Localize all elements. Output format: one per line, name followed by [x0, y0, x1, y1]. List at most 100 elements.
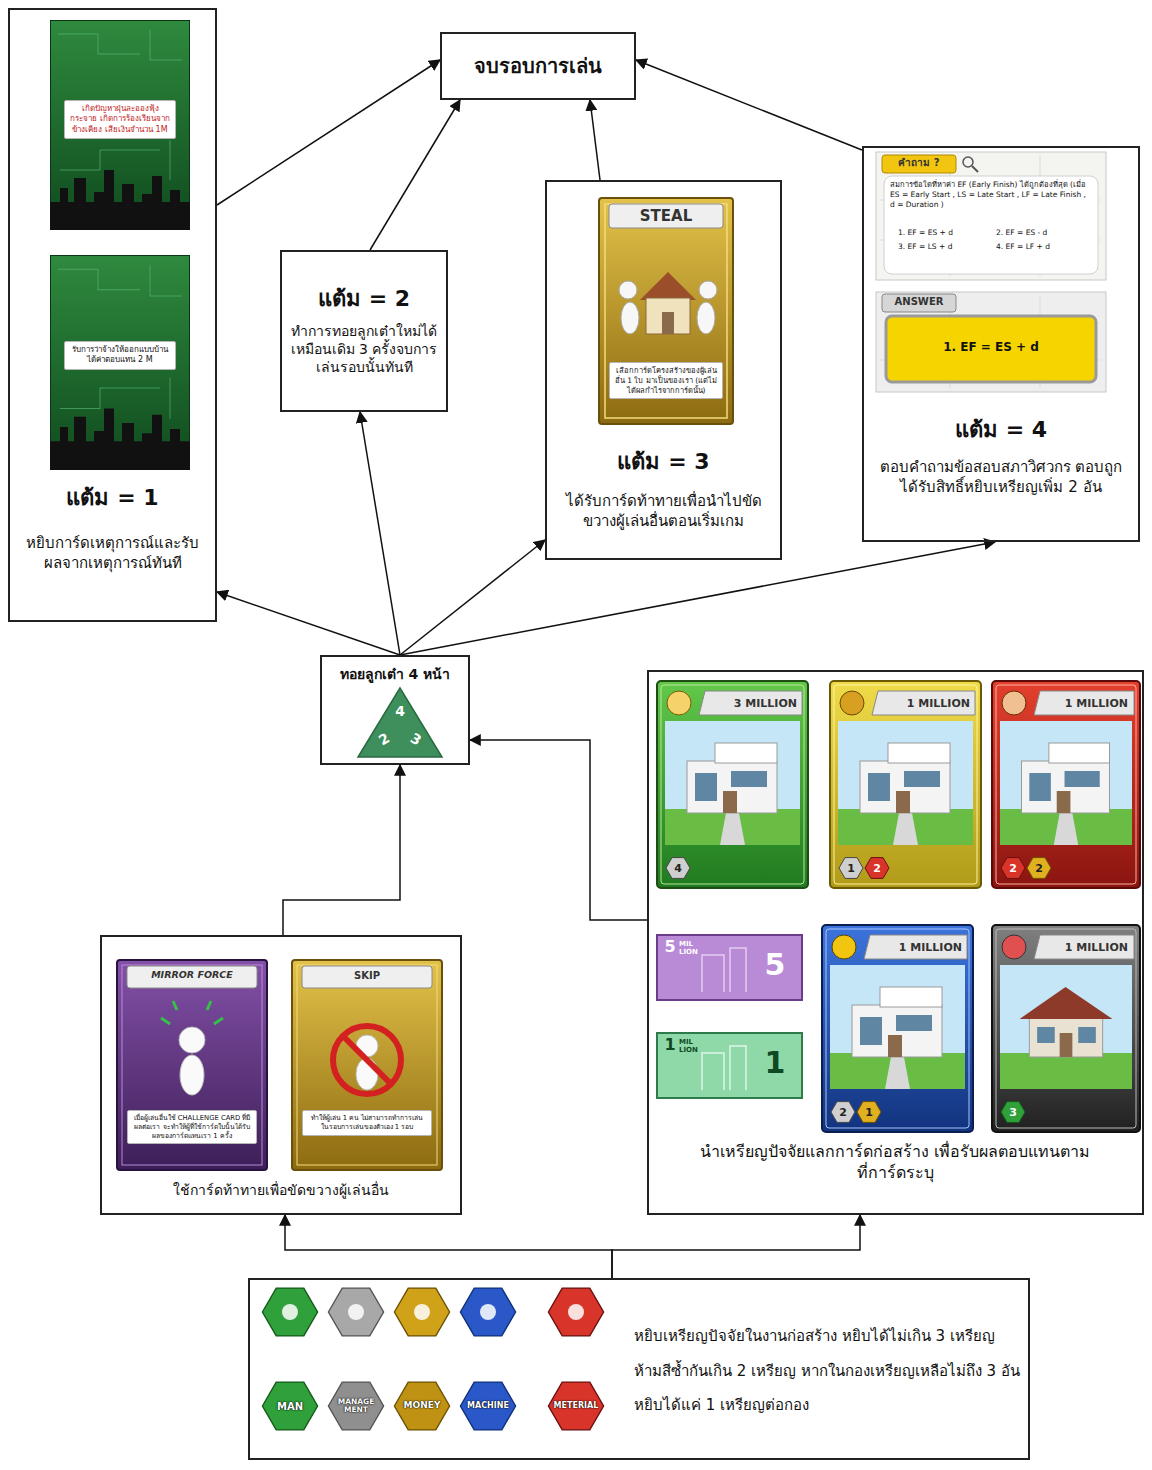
- coin-label: MACHINE: [460, 1382, 516, 1430]
- event-card-art: [50, 255, 190, 470]
- money-ground: [657, 1033, 802, 1098]
- coin-hexagon: [839, 858, 863, 879]
- house-body: [646, 298, 690, 334]
- card-text: รับการว่าจ้างให้ออกแบบบ้าน ได้ค่าตอบแทน …: [64, 341, 176, 370]
- prohibit-sign: [343, 1036, 391, 1084]
- factor-icon: [840, 691, 864, 715]
- card-ground: [292, 960, 442, 1170]
- card-ground: [822, 925, 973, 1132]
- card-title: คำถาม ?: [884, 156, 954, 169]
- money-unit: MIL LION: [679, 1039, 709, 1054]
- coin-hexagon: [548, 1288, 603, 1336]
- flow-arrow: [590, 100, 600, 180]
- construction-card: 3 MILLION4: [657, 681, 808, 888]
- card-title: ANSWER: [884, 295, 954, 308]
- door: [662, 312, 674, 334]
- score-box: แต้ม = 4ตอบคำถามข้อสอบสภาวิศวกร ตอบถูกได…: [862, 146, 1140, 542]
- card-value: 1 MILLION: [882, 697, 970, 711]
- event-card-art: [50, 20, 190, 230]
- money-value: 1: [753, 1045, 797, 1081]
- figure-body: [180, 1055, 204, 1095]
- value-ribbon: [1034, 935, 1134, 959]
- card-frame: [826, 929, 969, 1128]
- question-text: สมการข้อใดที่หาค่า EF (Early Finish) ได้…: [890, 180, 1092, 209]
- card-ground: [117, 960, 267, 1170]
- money-unit: MIL LION: [679, 941, 709, 956]
- coin-number: 2: [1028, 857, 1050, 879]
- coin-hexagon: [1001, 858, 1025, 879]
- figure-body: [621, 302, 639, 334]
- coin-icon: [480, 1304, 496, 1320]
- card-title: MIRROR FORCE: [131, 969, 253, 981]
- event-card: เกิดปัญหาฝุ่นละอองฟุ้งกระจาย เกิดการร้อง…: [50, 20, 190, 230]
- challenge-group: ใช้การ์ดท้าทายเพื่อขัดขวางผู้เล่นอื่น MIR…: [100, 935, 462, 1215]
- score-box: แต้ม = 3ได้รับการ์ดท้าทายเพื่อนำไปขัดขวา…: [545, 180, 782, 560]
- score-heading: แต้ม = 2: [318, 285, 410, 314]
- coin-chip: MAN: [262, 1382, 318, 1430]
- coin-hexagon: [831, 1102, 855, 1123]
- coin-number: 3: [1002, 1101, 1024, 1123]
- coin-label: MONEY: [394, 1382, 450, 1430]
- coin-chip: MANAGE MENT: [328, 1382, 384, 1430]
- value-ribbon: [699, 691, 802, 715]
- magnifier-icon: [963, 157, 973, 167]
- flow-arrow: [612, 1215, 860, 1278]
- score-heading: แต้ม = 1: [10, 484, 215, 513]
- card-text: ทำให้ผู้เล่น 1 คน ไม่สามารถทำการเล่นในรอ…: [302, 1110, 432, 1136]
- coin-label: MANAGE MENT: [328, 1382, 384, 1430]
- challenge-card: MIRROR FORCEเมื่อผู้เล่นอื่นใช้ CHALLENG…: [117, 960, 267, 1170]
- card-ground: [992, 681, 1140, 888]
- figure-head: [619, 281, 637, 299]
- score-body: ทำการทอยลูกเต๋าใหม่ได้เหมือนเดิม 3 ครั้ง…: [290, 322, 438, 377]
- value-ribbon: [872, 691, 975, 715]
- coin-hexagon: [460, 1288, 515, 1336]
- box-title: ทอยลูกเต๋า 4 หน้า: [322, 665, 468, 683]
- choice-text: 2. EF = ES - d: [996, 228, 1088, 238]
- event-card: รับการว่าจ้างให้ออกแบบบ้าน ได้ค่าตอบแทน …: [50, 255, 190, 470]
- house-picture: [1000, 721, 1132, 845]
- house-picture: [830, 965, 965, 1089]
- title-ribbon: [302, 966, 432, 988]
- coin-hexagon: [666, 858, 690, 879]
- card-frame: [996, 685, 1136, 884]
- group-caption: นำเหรียญปัจจัยแลกการ์ดก่อสร้าง เพื่อรับผ…: [695, 1142, 1095, 1184]
- flow-arrow: [283, 765, 400, 935]
- title-tab: [882, 155, 956, 173]
- coin-hexagon: [262, 1288, 317, 1336]
- value-ribbon: [1034, 691, 1134, 715]
- card-text: เลือกการ์ดโครงสร้างของผู้เล่นอื่น 1 ใบ ม…: [609, 362, 723, 399]
- coin-number: 2: [832, 1101, 854, 1123]
- card-frame: [122, 965, 262, 1165]
- choice-text: 1. EF = ES + d: [898, 228, 990, 238]
- rule-text: หยิบเหรียญปัจจัยในงานก่อสร้าง หยิบได้ไม่…: [634, 1286, 1022, 1456]
- magnifier-icon: [972, 166, 978, 172]
- figure-body: [697, 302, 715, 334]
- construction-card: 1 MILLION12: [830, 681, 981, 888]
- group-caption: ใช้การ์ดท้าทายเพื่อขัดขวางผู้เล่นอื่น: [102, 1181, 460, 1199]
- card-value: 1 MILLION: [874, 941, 962, 955]
- coin-chip: MACHINE: [460, 1382, 516, 1430]
- card-title: SKIP: [306, 969, 428, 982]
- coin-icon: [568, 1304, 584, 1320]
- mirror-rays: [161, 1001, 223, 1024]
- coin-icon: [282, 1304, 298, 1320]
- factor-icon: [1002, 935, 1026, 959]
- coin-icon: [348, 1304, 364, 1320]
- coin-hexagon: [262, 1382, 317, 1430]
- house-picture: [665, 721, 800, 845]
- coin-number: 2: [1002, 857, 1024, 879]
- card-ground: [657, 681, 808, 888]
- coin-label: MAN: [262, 1382, 318, 1430]
- card-frame: [297, 965, 437, 1165]
- money-card: 5MIL LION5: [657, 935, 802, 1000]
- factor-icon: [1002, 691, 1026, 715]
- choice-text: 3. EF = LS + d: [898, 242, 990, 252]
- card-ground: [599, 198, 733, 424]
- value-ribbon: [864, 935, 967, 959]
- house-picture: [1000, 965, 1132, 1089]
- coin-hexagon: [328, 1382, 383, 1430]
- score-body: ได้รับการ์ดท้าทายเพื่อนำไปขัดขวางผู้เล่น…: [561, 492, 766, 531]
- card-frame: [996, 929, 1136, 1128]
- construction-card: 1 MILLION22: [992, 681, 1140, 888]
- score-heading: แต้ม = 4: [864, 416, 1138, 445]
